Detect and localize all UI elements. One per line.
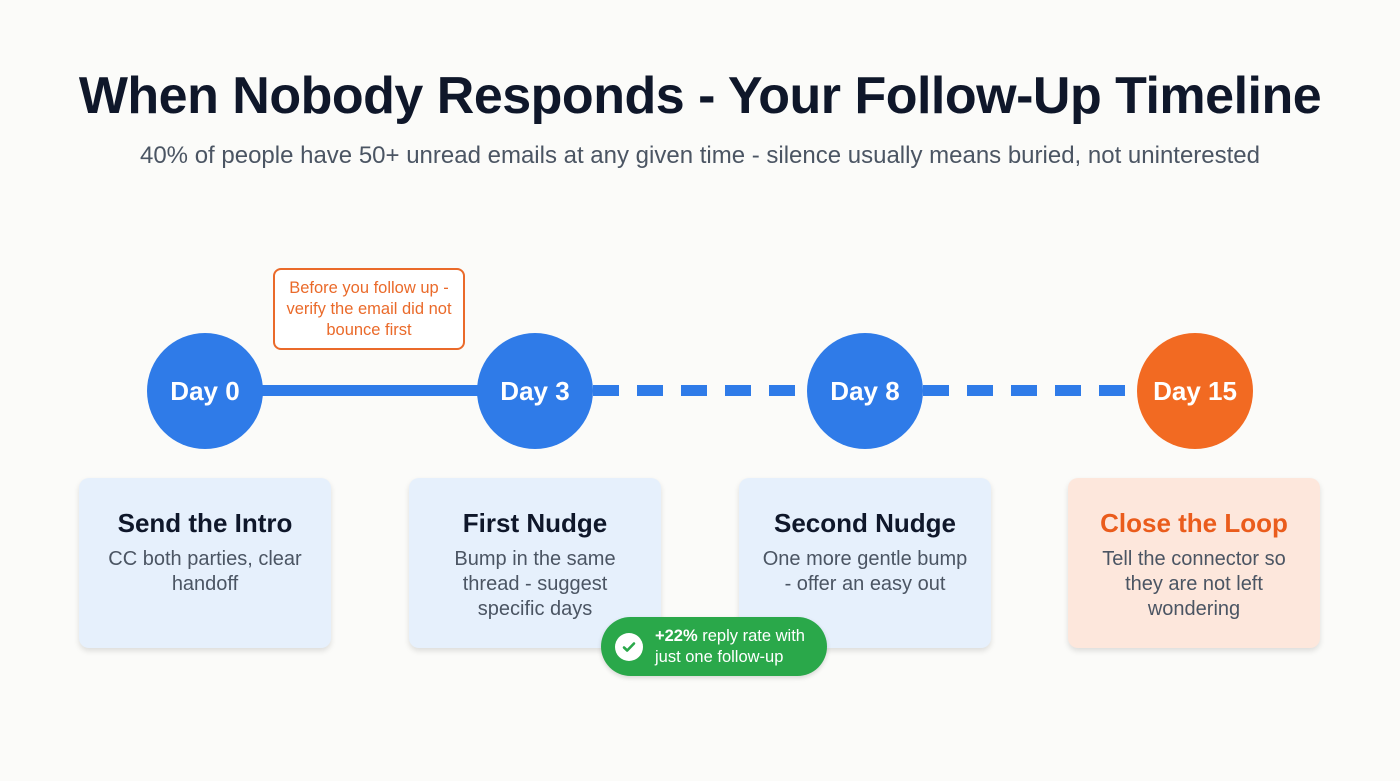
timeline-connector-dashed xyxy=(593,385,813,396)
day-node: Day 3 xyxy=(477,333,593,449)
step-text: Tell the connector so they are not left … xyxy=(1102,548,1286,620)
page-subtitle: 40% of people have 50+ unread emails at … xyxy=(139,142,1261,169)
day-node: Day 0 xyxy=(147,333,263,449)
step-text: Bump in the same thread - suggest specif… xyxy=(454,548,616,620)
step-title: First Nudge xyxy=(462,508,608,538)
step-title: Second Nudge xyxy=(773,508,956,538)
step-card: Send the Intro CC both parties, clear ha… xyxy=(79,478,331,648)
callout-note: Before you follow up - verify the email … xyxy=(273,268,465,350)
page-title: When Nobody Responds - Your Follow-Up Ti… xyxy=(78,67,1322,125)
day-node: Day 15 xyxy=(1137,333,1253,449)
timeline-connector-solid xyxy=(205,385,535,396)
step-text: One more gentle bump - offer an easy out xyxy=(762,548,968,595)
stat-badge: +22% reply rate with just one follow-up xyxy=(601,617,827,676)
stat-highlight: +22% xyxy=(655,626,698,645)
timeline-connector-dashed xyxy=(923,385,1143,396)
step-card: Close the Loop Tell the connector so the… xyxy=(1068,478,1320,648)
day-node: Day 8 xyxy=(807,333,923,449)
check-circle-icon xyxy=(615,632,643,661)
step-title: Close the Loop xyxy=(1100,508,1288,538)
step-text: CC both parties, clear handoff xyxy=(108,548,302,595)
step-title: Send the Intro xyxy=(117,508,293,538)
stat-text: reply rate with just one follow-up xyxy=(655,626,805,666)
